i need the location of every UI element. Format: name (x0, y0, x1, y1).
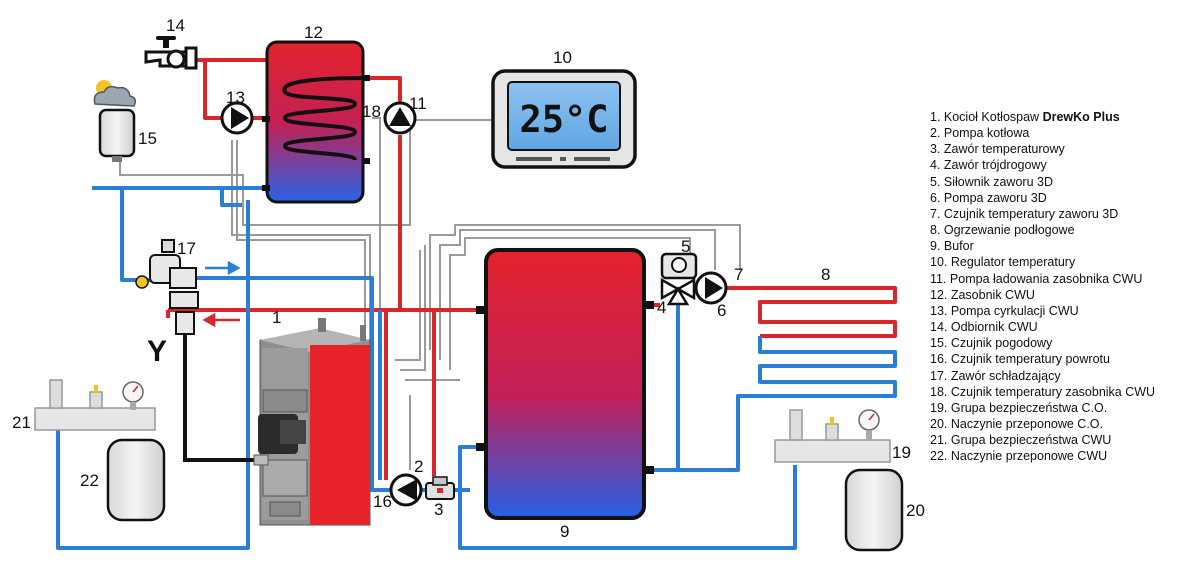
buffer-tank (476, 248, 654, 520)
label-4: 4 (657, 298, 666, 317)
safety-group-cwu (34, 379, 156, 431)
label-13: 13 (226, 88, 245, 107)
label-16: 16 (373, 492, 392, 511)
label-17: 17 (177, 239, 196, 258)
label-15: 15 (138, 129, 157, 148)
safety-group-co (774, 409, 891, 463)
legend-item: 3. Zawór temperaturowy (930, 142, 1065, 157)
label-10: 10 (553, 48, 572, 67)
boiler (253, 318, 371, 526)
legend-item: 8. Ogrzewanie podłogowe (930, 223, 1075, 238)
legend-list: 1. Kocioł Kotłospaw DrewKo Plus 2. Pompa … (930, 109, 1200, 464)
cwu-tank (262, 40, 370, 204)
label-22: 22 (80, 471, 99, 490)
legend-item: 7. Czujnik temperatury zaworu 3D (930, 206, 1119, 221)
legend-item: 10. Regulator temperatury (930, 255, 1076, 270)
mixing-valve-line (183, 330, 255, 462)
legend-item: 17. Zawór schładzający (930, 368, 1061, 383)
legend-item: 18. Czujnik temperatury zasobnika CWU (930, 384, 1156, 399)
signal-wires (119, 117, 741, 470)
label-21: 21 (12, 413, 31, 432)
label-8: 8 (821, 265, 830, 284)
legend-item: 16. Czujnik temperatury powrotu (930, 352, 1110, 367)
temperature-valve (425, 476, 455, 500)
legend-item: 2. Pompa kotłowa (930, 126, 1030, 141)
expansion-vessel-co (844, 468, 904, 552)
label-7: 7 (734, 265, 743, 284)
legend-item: 19. Grupa bezpieczeństwa C.O. (930, 400, 1108, 415)
label-3: 3 (434, 500, 443, 519)
pump-11-icon (383, 101, 417, 135)
flow-arrow-red (202, 312, 240, 328)
label-18: 18 (362, 102, 381, 121)
pump-2-icon (389, 473, 423, 507)
label-5: 5 (681, 237, 690, 256)
legend-item: 5. Siłownik zaworu 3D (930, 174, 1053, 189)
legend-item: 1. Kocioł Kotłospaw DrewKo Plus (930, 110, 1120, 124)
label-2: 2 (414, 457, 423, 476)
legend-item: 22. Naczynie przeponowe CWU (930, 449, 1108, 464)
legend-item: 9. Bufor (930, 239, 974, 254)
legend-item: 15. Czujnik pogodowy (930, 336, 1053, 351)
component-numbers: 1 2 3 4 5 6 7 8 9 10 11 12 13 14 15 16 1… (12, 16, 925, 541)
label-12: 12 (304, 23, 323, 42)
legend-item: 14. Odbiornik CWU (930, 320, 1038, 335)
legend-item: 13. Pompa cyrkulacji CWU (930, 303, 1079, 318)
legend-item: 6. Pompa zaworu 3D (930, 190, 1047, 205)
cold-pipes (56, 186, 897, 550)
legend-item: 11. Pompa ładowania zasobnika CWU (930, 271, 1143, 286)
tap-icon (144, 36, 198, 70)
label-11: 11 (409, 94, 427, 113)
controller-display-text: 25°C (519, 98, 608, 141)
three-way-valve (660, 252, 698, 306)
label-20: 20 (906, 501, 925, 520)
pump-6-icon (694, 271, 728, 305)
expansion-vessel-cwu (106, 438, 166, 522)
legend-item: 21. Grupa bezpieczeństwa CWU (930, 433, 1112, 448)
label-9: 9 (560, 522, 569, 541)
temperature-controller (491, 69, 637, 169)
legend-item: 12. Zasobnik CWU (930, 287, 1035, 302)
label-14: 14 (166, 16, 185, 35)
label-19: 19 (892, 443, 911, 462)
pump-13-icon (220, 101, 254, 135)
cooling-valve (135, 239, 199, 335)
weather-sensor (93, 80, 137, 162)
label-6: 6 (717, 301, 726, 320)
legend-item: 20. Naczynie przeponowe C.O. (930, 416, 1104, 431)
label-1: 1 (272, 308, 281, 327)
legend-item: 4. Zawór trójdrogowy (930, 158, 1047, 173)
label-y: Y (147, 335, 167, 368)
flow-arrow-blue (205, 260, 241, 276)
